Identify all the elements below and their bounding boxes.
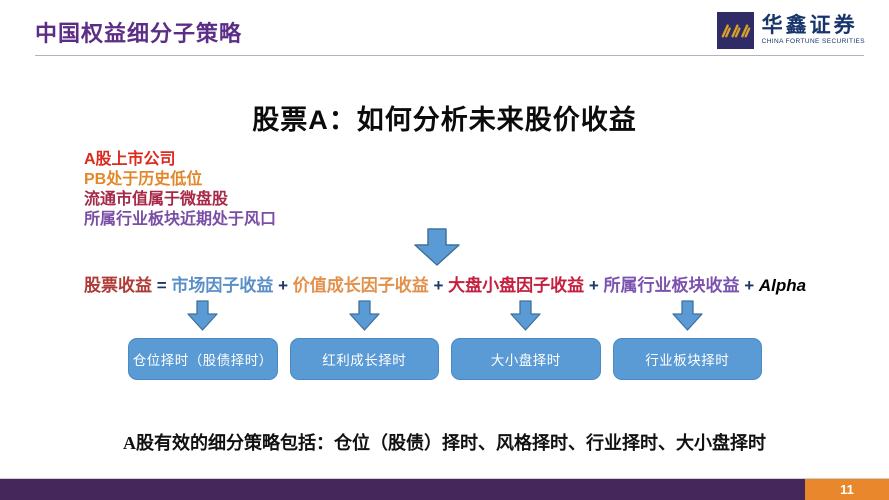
list-item: PB处于历史低位 <box>84 171 203 188</box>
down-arrow-icon <box>187 300 218 331</box>
down-arrow-icon <box>510 300 541 331</box>
strategy-column: 仓位择时（股债择时） <box>128 300 278 380</box>
logo-name-block: 华鑫证券 CHINA FORTUNE SECURITIES <box>762 15 865 46</box>
page-number-badge: 11 <box>805 479 889 500</box>
formula-operator: = <box>152 276 172 295</box>
strategy-box-label: 仓位择时（股债择时） <box>132 353 273 368</box>
formula-operator: + <box>273 276 293 295</box>
strategy-box-label: 红利成长择时 <box>322 353 407 368</box>
fortune-logo-icon <box>716 12 754 49</box>
page-number: 11 <box>840 482 854 497</box>
strategy-column: 大小盘择时 <box>451 300 601 380</box>
formula-operator: + <box>584 276 604 295</box>
strategy-column: 红利成长择时 <box>289 300 439 380</box>
conclusion-text: A股有效的细分策略包括：仓位（股债）择时、风格择时、行业择时、大小盘择时 <box>123 433 766 453</box>
strategy-box-label: 行业板块择时 <box>645 353 730 368</box>
logo-name-en: CHINA FORTUNE SECURITIES <box>761 38 865 46</box>
strategy-box: 仓位择时（股债择时） <box>128 338 278 380</box>
down-arrow-icon <box>414 228 460 266</box>
header-divider-line <box>35 55 864 56</box>
slide-main-title: 股票A：如何分析未来股价收益 <box>252 105 637 135</box>
strategy-box: 大小盘择时 <box>451 338 601 380</box>
formula-term: 股票收益 <box>84 276 152 295</box>
footer-accent-strip <box>0 479 805 500</box>
strategy-box-label: 大小盘择时 <box>490 353 561 368</box>
formula-operator: + <box>428 276 449 295</box>
formula-operator: + <box>739 276 759 295</box>
list-item: 所属行业板块近期处于风口 <box>84 211 277 228</box>
slide-header-title: 中国权益细分子策略 <box>35 21 243 46</box>
list-item: A股上市公司 <box>84 151 176 168</box>
down-arrow-icon <box>672 300 703 331</box>
return-decomposition-formula: 股票收益 = 市场因子收益 + 价值成长因子收益 + 大盘小盘因子收益 + 所属… <box>84 271 879 296</box>
down-arrow-icon <box>349 300 380 331</box>
formula-term: 大盘小盘因子收益 <box>448 276 585 295</box>
formula-alpha-term: Alpha <box>758 276 807 295</box>
strategy-column: 行业板块择时 <box>612 300 762 380</box>
formula-term: 市场因子收益 <box>171 276 274 295</box>
formula-term: 所属行业板块收益 <box>603 276 740 295</box>
condition-list: A股上市公司 PB处于历史低位 流通市值属于微盘股 所属行业板块近期处于风口 <box>84 150 276 230</box>
company-logo: 华鑫证券 CHINA FORTUNE SECURITIES <box>716 12 865 49</box>
strategy-box: 行业板块择时 <box>612 338 762 380</box>
formula-term: 价值成长因子收益 <box>292 276 429 295</box>
footer-bar: 11 <box>0 478 889 500</box>
list-item: 流通市值属于微盘股 <box>84 191 229 208</box>
strategy-row: 仓位择时（股债择时） 红利成长择时 大小盘择时 行业板块择时 <box>128 300 762 380</box>
logo-name-cn: 华鑫证券 <box>761 14 858 38</box>
strategy-box: 红利成长择时 <box>289 338 439 380</box>
